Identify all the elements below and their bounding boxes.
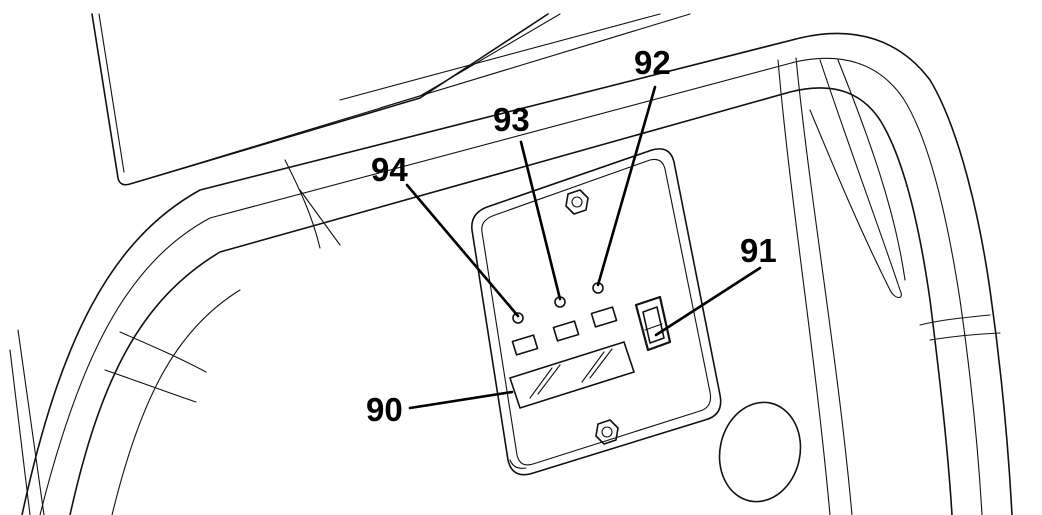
leader-lines <box>405 85 762 410</box>
display-window <box>509 341 635 409</box>
porthole-opening <box>718 401 802 503</box>
hood-outline <box>91 13 691 186</box>
indicator-window-1 <box>511 334 539 356</box>
control-panel-plate <box>471 148 722 476</box>
frame-bar <box>9 32 1013 515</box>
callout-92: 92 <box>634 44 671 81</box>
rocker-switch <box>634 295 672 352</box>
top-bolt <box>565 189 589 215</box>
callout-90: 90 <box>366 391 403 428</box>
indicator-window-2 <box>552 320 580 342</box>
callout-91: 91 <box>740 232 777 269</box>
callout-94: 94 <box>371 151 408 188</box>
indicator-window-3 <box>590 306 618 328</box>
bottom-bolt <box>595 419 619 445</box>
indicator-lamp-94 <box>512 312 524 324</box>
callout-93: 93 <box>493 101 530 138</box>
